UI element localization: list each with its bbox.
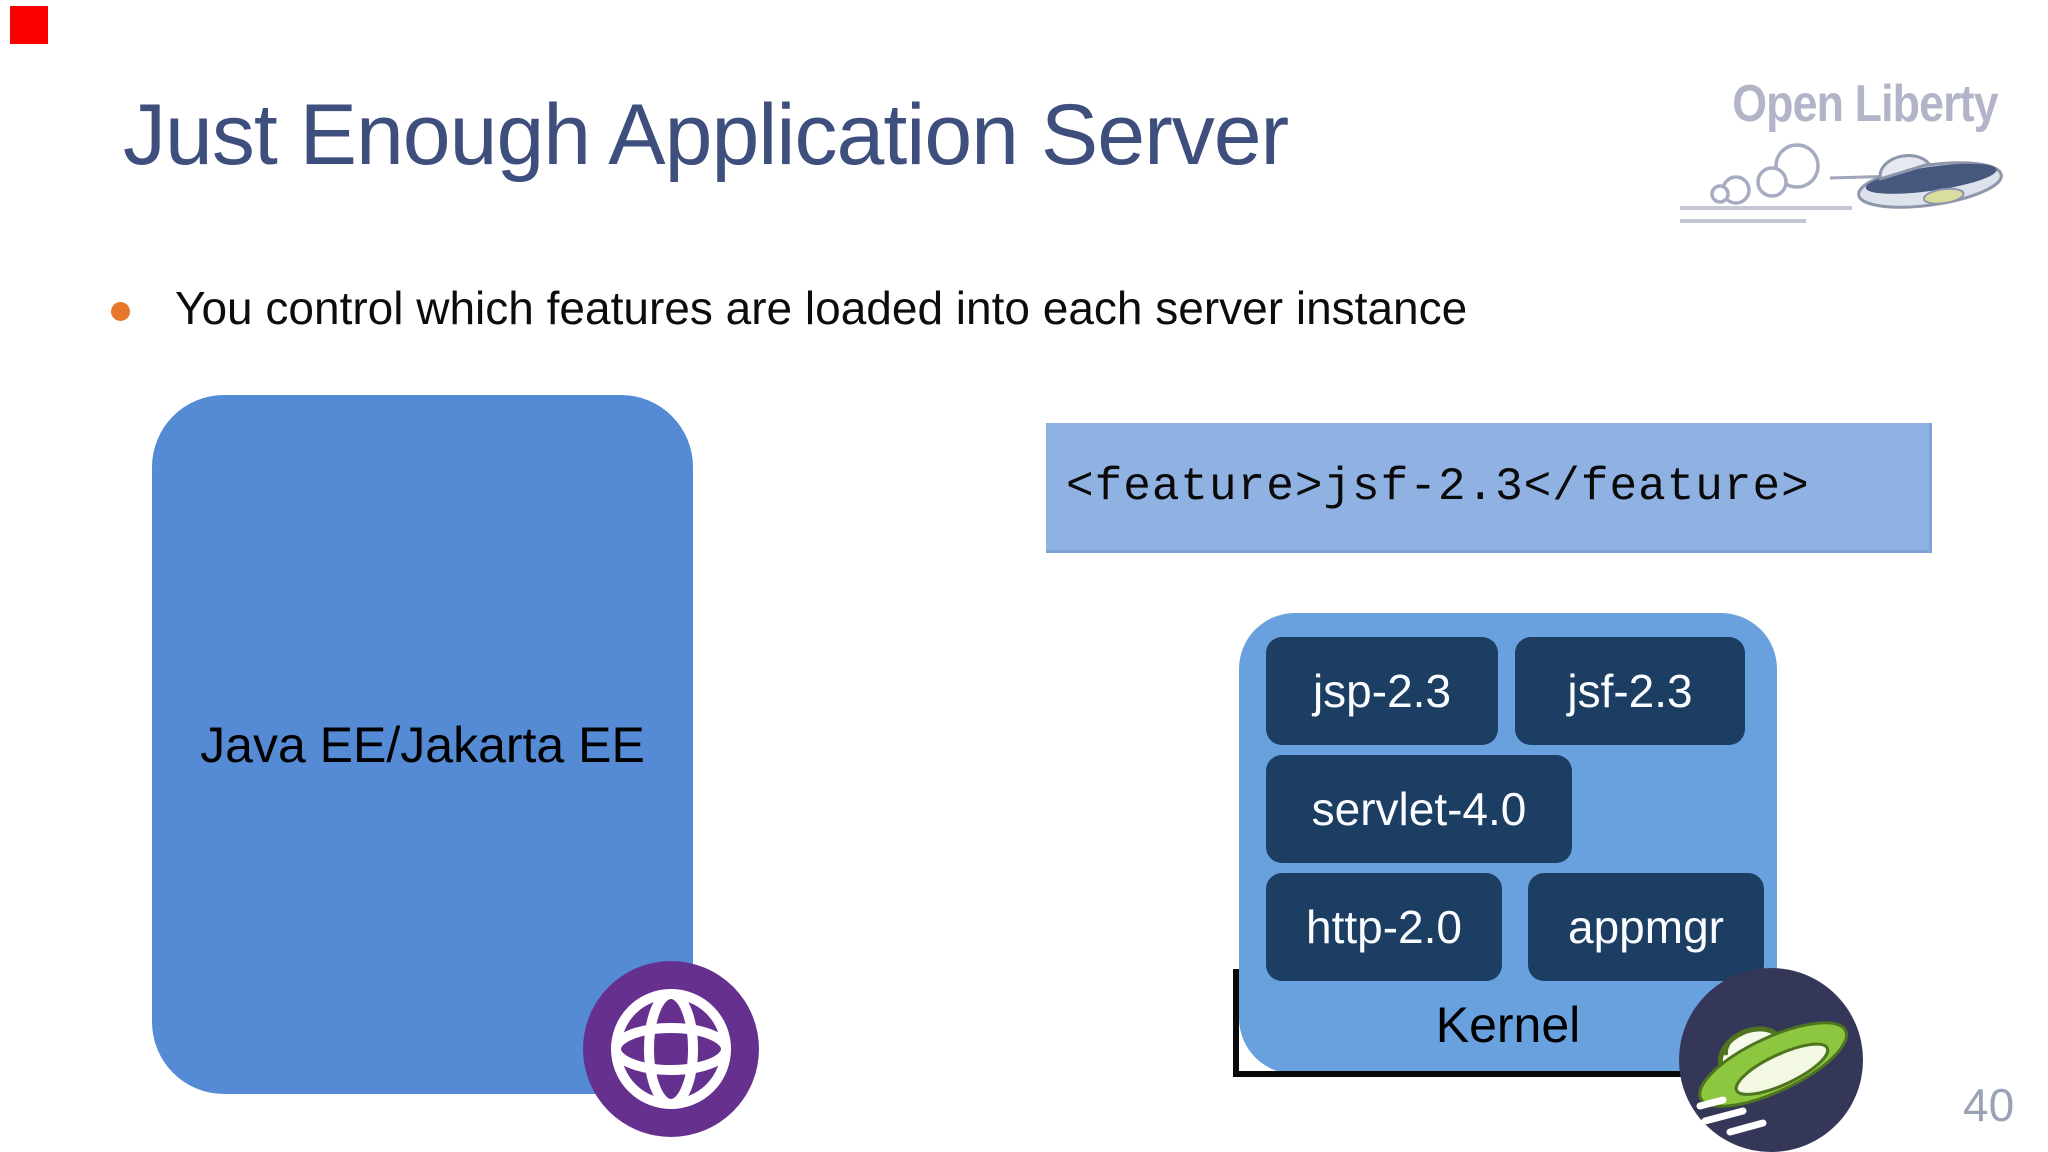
slide-title: Just Enough Application Server (123, 87, 1289, 183)
flying-saucer-sketch-icon (1680, 143, 2003, 223)
feature-tile-jsp: jsp-2.3 (1266, 637, 1498, 745)
open-liberty-wordmark: Open Liberty (1732, 75, 1999, 133)
open-liberty-saucer-icon (1679, 968, 1863, 1152)
page-number: 40 (1963, 1079, 2015, 1131)
kernel-bracket-border (1233, 969, 1688, 1077)
feature-tile-http: http-2.0 (1266, 873, 1502, 981)
bullet-icon (111, 302, 130, 321)
globe-icon (583, 961, 759, 1137)
javaee-box: Java EE/Jakarta EE (152, 395, 693, 1094)
feature-code-snippet: <feature>jsf-2.3</feature> (1046, 423, 1932, 553)
bullet-text: You control which features are loaded in… (175, 282, 1468, 334)
feature-code-text: <feature>jsf-2.3</feature> (1066, 460, 1810, 513)
kernel-box: jsp-2.3 jsf-2.3 servlet-4.0 http-2.0 app… (1239, 613, 1777, 1074)
javaee-box-label: Java EE/Jakarta EE (200, 716, 645, 773)
feature-tile-jsf: jsf-2.3 (1515, 637, 1745, 745)
kernel-label: Kernel (1435, 997, 1581, 1053)
feature-tile-appmgr: appmgr (1528, 873, 1764, 981)
record-indicator (10, 6, 48, 44)
feature-tile-servlet: servlet-4.0 (1266, 755, 1572, 863)
